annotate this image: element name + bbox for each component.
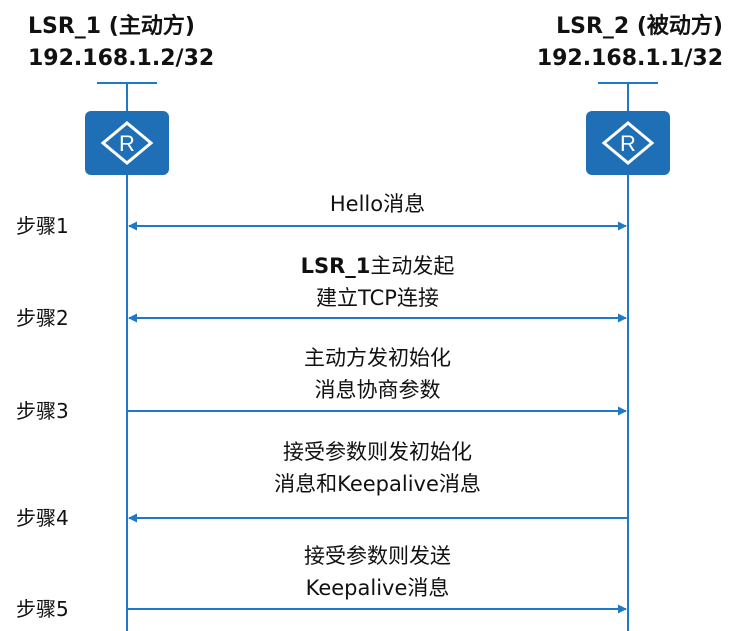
step2-message-text: 主动发起 [370,254,455,278]
step4-label: 步骤4 [16,506,69,530]
lsr2-router-icon: R [586,111,670,175]
step5-message-line1: 接受参数则发送 [304,544,451,568]
step1-message: Hello消息 [130,188,625,220]
step5-message: 接受参数则发送 Keepalive消息 [130,540,625,604]
step5-message-line2: Keepalive消息 [305,576,450,600]
step3-message-line2: 消息协商参数 [314,378,441,402]
step3-message: 主动方发初始化 消息协商参数 [130,342,625,406]
step1-message-line1: Hello消息 [329,192,426,216]
step3-message-line1: 主动方发初始化 [304,346,451,370]
step3-label: 步骤3 [16,399,69,423]
step2-message-line1: LSR_1主动发起 [130,250,625,282]
lsr1-address: 192.168.1.2/32 [28,46,215,71]
lsr1-router-icon: R [85,111,169,175]
lsr2-address: 192.168.1.1/32 [536,46,723,71]
lsr1-router-glyph: R [119,131,135,156]
step4-message: 接受参数则发初始化 消息和Keepalive消息 [130,436,625,500]
step4-message-line2: 消息和Keepalive消息 [274,472,481,496]
lsr1-name: LSR_1 (主动方) [28,14,195,39]
step2-message: LSR_1主动发起 建立TCP连接 [130,250,625,314]
step4-message-line1: 接受参数则发初始化 [283,440,472,464]
step5-label: 步骤5 [16,597,69,621]
step2-bold-prefix: LSR_1 [300,254,371,278]
lsr2-name: LSR_2 (被动方) [556,14,723,39]
step1-label: 步骤1 [16,214,69,238]
step2-label: 步骤2 [16,306,69,330]
lsr2-router-glyph: R [620,131,636,156]
step2-message-line2: 建立TCP连接 [316,286,439,310]
